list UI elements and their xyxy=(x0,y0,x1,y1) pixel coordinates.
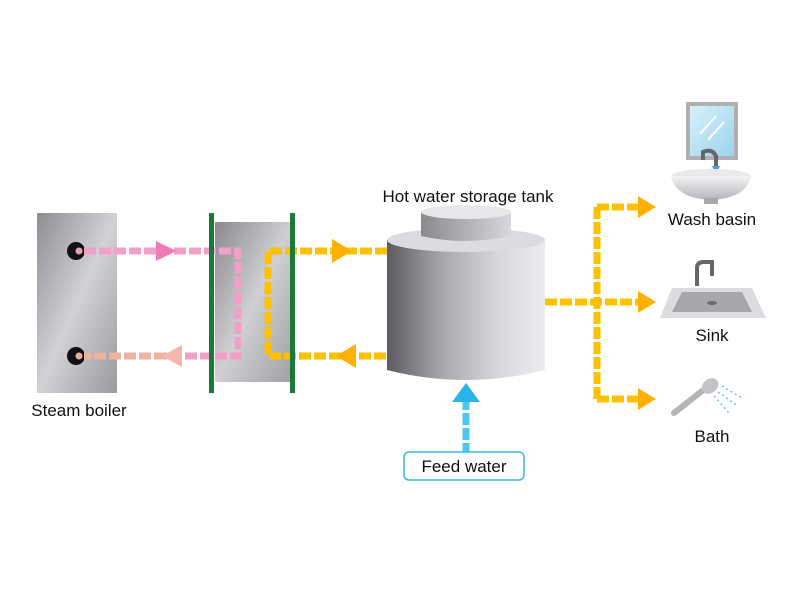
bath-label: Bath xyxy=(695,427,730,446)
feed-water-arrow xyxy=(452,383,480,402)
steam-boiler xyxy=(37,213,117,393)
tank-icon xyxy=(387,240,545,380)
wash-basin-label: Wash basin xyxy=(668,210,756,229)
loop-arrow-left xyxy=(336,344,356,368)
feed-water-label: Feed water xyxy=(421,457,506,476)
feed-water-line xyxy=(452,383,480,455)
steam-boiler-label: Steam boiler xyxy=(31,401,127,420)
steam-line xyxy=(84,241,242,367)
sink-arrow xyxy=(638,291,656,313)
heat-exchanger-plate-left xyxy=(209,213,214,393)
feed-water-box xyxy=(403,451,525,481)
distribution-lines xyxy=(545,196,656,410)
sink-label: Sink xyxy=(695,326,729,345)
storage-tank-label: Hot water storage tank xyxy=(382,187,554,206)
boiler-icon xyxy=(37,213,117,393)
wash-basin-icon xyxy=(671,102,751,204)
bath-arrow xyxy=(638,388,656,410)
sink-icon xyxy=(660,260,766,318)
wash-basin-arrow xyxy=(638,196,656,218)
loop-arrow-right xyxy=(332,239,352,263)
steam-arrow-left xyxy=(162,345,182,367)
shower-icon xyxy=(671,378,743,416)
steam-arrow-right xyxy=(156,241,176,261)
storage-tank xyxy=(387,205,545,380)
hot-water-loop xyxy=(264,239,387,368)
heat-exchanger-plate-right xyxy=(290,213,295,393)
